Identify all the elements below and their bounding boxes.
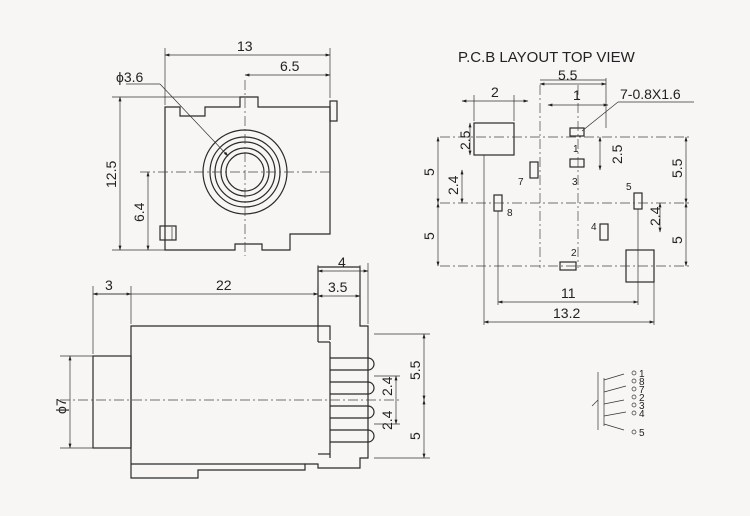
pad-5	[633, 192, 643, 210]
pad-7	[529, 161, 539, 179]
pin-label-3: 3	[572, 177, 578, 188]
schem-4: 4	[639, 409, 645, 420]
pcb-dim-5-b: 5	[421, 232, 437, 240]
pcb-dim-5-5-b: 5.5	[669, 158, 685, 178]
pin-label-4: 4	[591, 222, 597, 233]
schem-5: 5	[639, 428, 645, 439]
pad-4	[599, 223, 609, 241]
dim-3-5: 3.5	[328, 279, 348, 295]
dim-diameter: ϕ7	[53, 398, 69, 414]
pcb-dim-5-5: 5.5	[558, 67, 578, 83]
schem-1: 1	[639, 369, 645, 380]
pcb-dim-13-2: 13.2	[553, 305, 580, 321]
pin-label-5: 5	[626, 182, 632, 193]
pcb-layout: P.C.B LAYOUT TOP VIEW 1 3 7 8 5 4 2 2	[421, 49, 694, 325]
pcb-dim-2-5-b: 2.5	[609, 144, 625, 164]
dim-5: 5	[407, 432, 423, 440]
schem-8: 8	[639, 377, 645, 388]
dim-13: 13	[237, 38, 253, 54]
dim-6-4: 6.4	[131, 202, 147, 222]
pin-label-1: 1	[573, 144, 579, 155]
schem-7: 7	[639, 385, 645, 396]
schem-3: 3	[639, 401, 645, 412]
dim-22: 22	[216, 277, 232, 293]
pad-large-left	[473, 122, 515, 156]
pcb-dim-5-a: 5	[421, 168, 437, 176]
dim-6-5: 6.5	[280, 58, 300, 74]
pcb-title: P.C.B LAYOUT TOP VIEW	[458, 49, 636, 66]
schem-2: 2	[639, 393, 645, 404]
pcb-dim-2-4-b: 2.4	[647, 206, 663, 226]
dim-2-4-a: 2.4	[379, 376, 395, 396]
pin-label-2: 2	[571, 248, 577, 259]
dim-12-5: 12.5	[103, 161, 119, 188]
pad-3	[569, 158, 585, 168]
dim-5-5: 5.5	[407, 360, 423, 380]
top-view: 13 6.5 ϕ3.6 12.5 6.4	[103, 38, 338, 256]
dim-3: 3	[105, 277, 113, 293]
pin-label-8: 8	[507, 208, 513, 219]
schematic: 1 8 7 2 3 4 5	[591, 369, 645, 439]
pin-label-7: 7	[518, 177, 524, 188]
pcb-dim-2: 2	[491, 84, 499, 100]
pin-fingers	[317, 325, 375, 458]
pcb-dim-1: 1	[573, 87, 581, 103]
pcb-holes-note: 7-0.8X1.6	[620, 86, 681, 102]
pcb-dim-2-4-a: 2.4	[445, 175, 461, 195]
pcb-dim-11: 11	[561, 285, 576, 301]
dim-4: 4	[338, 254, 346, 270]
pcb-dim-2-5-a: 2.5	[457, 130, 473, 150]
pcb-dim-5-c: 5	[669, 236, 685, 244]
dim-2-4-b: 2.4	[379, 410, 395, 430]
dim-bore: ϕ3.6	[116, 69, 144, 85]
pad-1	[569, 127, 585, 137]
side-view: 3 22 4 3.5 ϕ7 5.5 2.4 2.4 5	[53, 254, 430, 479]
